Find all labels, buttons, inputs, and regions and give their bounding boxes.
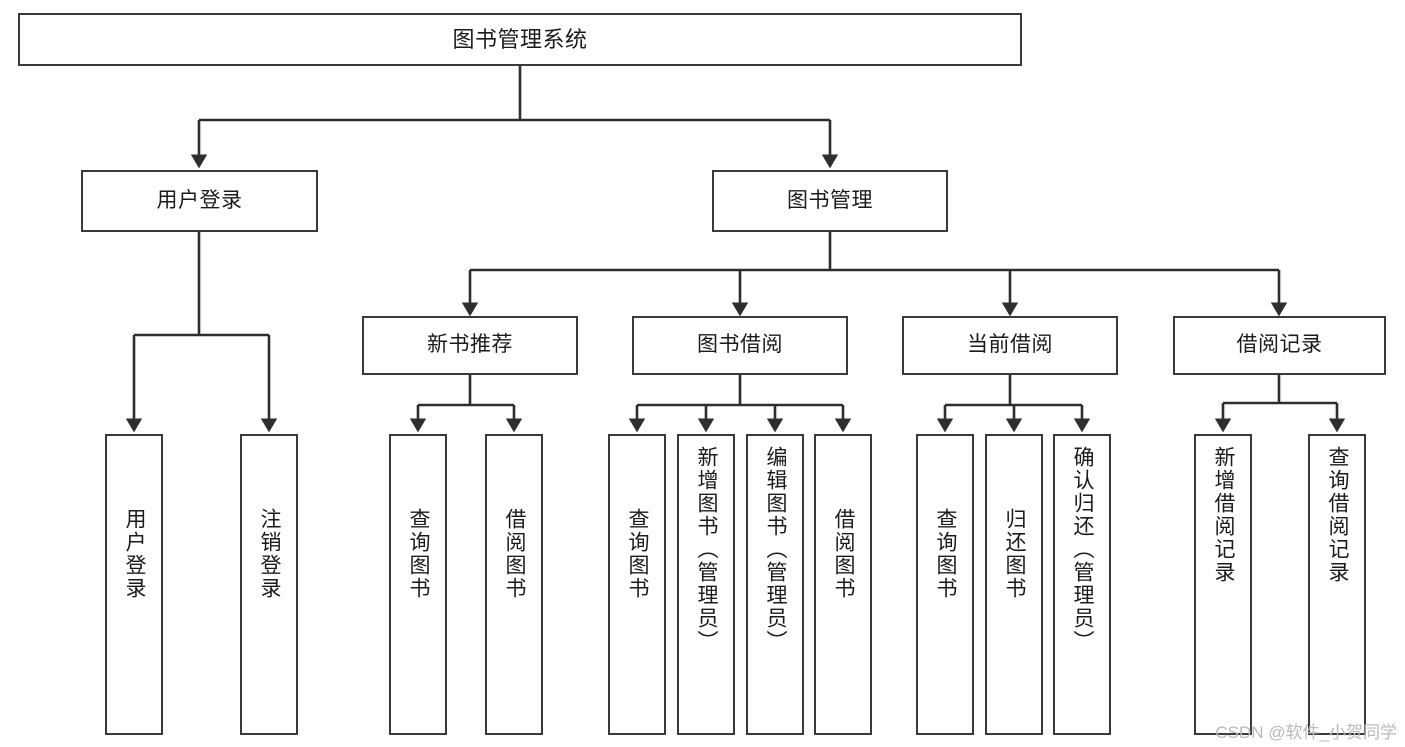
node-label: 归还图书 [1003,508,1027,600]
node-label: 查询图书 [407,508,431,600]
node-label: 新增图书（管理员） [695,446,719,653]
node-label: 借阅图书 [832,508,856,600]
node-label: 用户登录 [156,188,243,212]
leaf-user-login-login[interactable]: 用户登录 [105,434,163,735]
node-borrow-record[interactable]: 借阅记录 [1173,316,1386,375]
leaf-book-borrow-edit-book[interactable]: 编辑图书（管理员） [746,434,804,735]
node-new-book-recommend[interactable]: 新书推荐 [362,316,578,375]
node-root-system[interactable]: 图书管理系统 [18,13,1022,66]
leaf-user-login-logout[interactable]: 注销登录 [240,434,298,735]
leaf-new-book-borrow-book[interactable]: 借阅图书 [485,434,543,735]
node-label: 查询图书 [934,508,958,600]
leaf-new-book-query-book[interactable]: 查询图书 [389,434,447,735]
node-label: 查询图书 [626,508,650,600]
node-label: 当前借阅 [967,333,1053,357]
node-label: 借阅图书 [503,508,527,600]
leaf-current-borrow-confirm-return[interactable]: 确认归还（管理员） [1053,434,1111,735]
node-label: 新书推荐 [427,333,513,357]
node-current-borrow[interactable]: 当前借阅 [902,316,1118,375]
leaf-book-borrow-query-book[interactable]: 查询图书 [608,434,666,735]
node-book-borrow[interactable]: 图书借阅 [632,316,848,375]
node-label: 注销登录 [258,508,282,600]
leaf-borrow-record-query-record[interactable]: 查询借阅记录 [1308,434,1366,735]
node-label: 图书借阅 [697,333,783,357]
node-label: 查询借阅记录 [1326,446,1350,584]
leaf-current-borrow-return-book[interactable]: 归还图书 [985,434,1043,735]
node-label: 图书管理系统 [452,26,588,52]
node-book-management[interactable]: 图书管理 [712,170,948,232]
node-label: 借阅记录 [1236,333,1323,357]
node-label: 图书管理 [787,188,873,212]
node-label: 新增借阅记录 [1212,446,1236,584]
leaf-book-borrow-add-book[interactable]: 新增图书（管理员） [677,434,735,735]
leaf-borrow-record-add-record[interactable]: 新增借阅记录 [1194,434,1252,735]
watermark: CSDN @软件_小贺同学 [1215,723,1397,742]
node-label: 编辑图书（管理员） [764,446,788,653]
node-label: 用户登录 [123,508,147,600]
leaf-current-borrow-query-book[interactable]: 查询图书 [916,434,974,735]
node-label: 确认归还（管理员） [1071,446,1095,653]
node-user-login[interactable]: 用户登录 [81,170,318,232]
leaf-book-borrow-borrow-book[interactable]: 借阅图书 [814,434,872,735]
